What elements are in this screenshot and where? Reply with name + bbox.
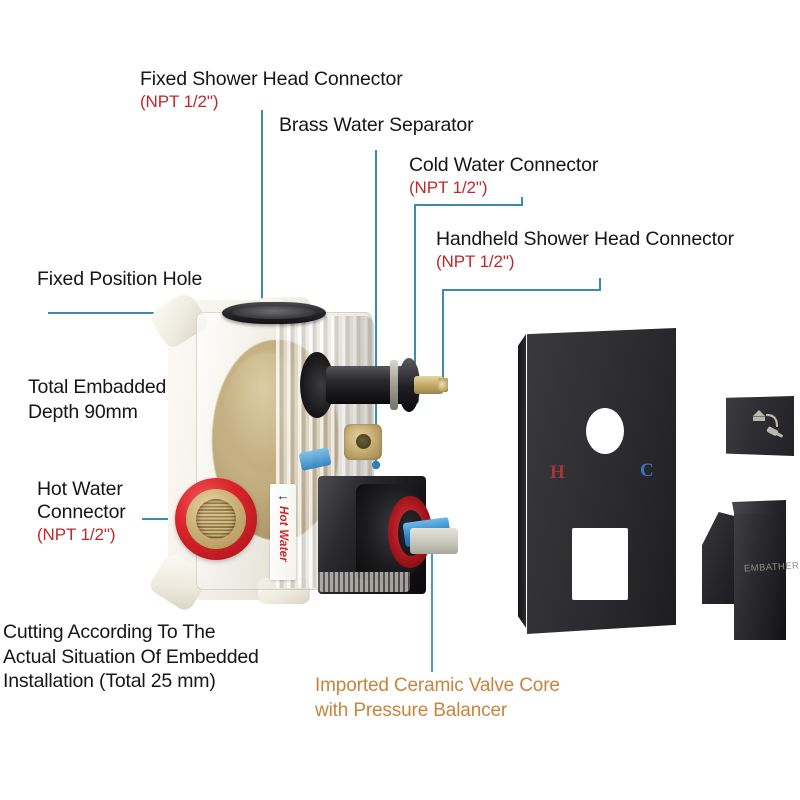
brand-logo: EMBATHER [743, 560, 800, 575]
trim-plate-edge [518, 334, 526, 628]
note-line: Depth 90mm [28, 400, 138, 423]
trim-plate-round-hole [586, 408, 624, 454]
diverter-icon-group [753, 410, 783, 438]
handheld-shower-brass-nipple [414, 376, 444, 394]
callout-spec: (NPT 1/2") [436, 252, 515, 271]
diverter-arrow-icon [765, 413, 779, 428]
hot-water-tag-text: Hot Water [277, 506, 289, 562]
lever-handle-body [734, 514, 786, 640]
note-line: Total Embadded [28, 376, 167, 398]
note-cutting-instruction: Cutting According To The Actual Situatio… [3, 620, 259, 694]
fixed-shower-head-icon [753, 410, 765, 421]
trim-plate: H C [518, 328, 676, 634]
handheld-shower-brass-tip [438, 378, 448, 392]
housing-bottom-grill [318, 572, 410, 592]
diverter-escutcheon [726, 396, 794, 456]
callout-fixed-shower-head-connector: Fixed Shower Head Connector (NPT 1/2") [140, 68, 403, 112]
note-line: Installation (Total 25 mm) [3, 670, 216, 693]
callout-cold-water-connector: Cold Water Connector (NPT 1/2") [409, 154, 598, 198]
barrel-end-ring [398, 358, 420, 412]
callout-title-line1: Hot Water [37, 478, 123, 500]
callout-title: Fixed Shower Head Connector [140, 68, 403, 90]
trim-plate-square-hole [572, 528, 628, 600]
caption-line: Imported Ceramic Valve Core [315, 675, 560, 696]
brass-hex-port-bore [356, 434, 371, 449]
callout-spec: (NPT 1/2") [409, 178, 488, 197]
callout-spec: (NPT 1/2") [37, 525, 116, 544]
callout-hot-water-connector: Hot Water Connector (NPT 1/2") [37, 478, 126, 545]
callout-fixed-position-hole: Fixed Position Hole [37, 268, 202, 291]
caption-line: with Pressure Balancer [315, 699, 508, 721]
callout-title: Brass Water Separator [279, 114, 474, 136]
note-embedded-depth: Total Embadded Depth 90mm [28, 375, 166, 424]
callout-title: Handheld Shower Head Connector [436, 228, 734, 250]
hot-water-arrow-icon: ← [276, 488, 290, 503]
hot-water-connector-threads [196, 499, 236, 539]
fixed-shower-head-outlet-bore [232, 306, 316, 319]
callout-title: Cold Water Connector [409, 154, 599, 176]
trim-plate-cold-marking: C [640, 460, 654, 481]
note-line: Cutting According To The [3, 621, 216, 643]
diverter-escutcheon-face [726, 396, 794, 456]
note-line: Actual Situation Of Embedded [3, 645, 259, 668]
barrel-collar [390, 360, 398, 410]
ceramic-valve-retaining-clip [410, 528, 458, 554]
callout-title-line2: Connector [37, 501, 126, 523]
hot-water-label-tag: ← Hot Water [270, 484, 296, 580]
caption-ceramic-valve-core: Imported Ceramic Valve Core with Pressur… [315, 674, 560, 723]
handheld-shower-head-icon [766, 426, 783, 438]
callout-handheld-shower-head-connector: Handheld Shower Head Connector (NPT 1/2"… [436, 228, 734, 272]
trim-plate-hot-marking: H [550, 462, 565, 483]
callout-brass-water-separator: Brass Water Separator [279, 114, 474, 137]
lever-handle: EMBATHER [700, 500, 800, 640]
callout-title: Fixed Position Hole [37, 268, 203, 290]
callout-spec: (NPT 1/2") [140, 92, 219, 111]
